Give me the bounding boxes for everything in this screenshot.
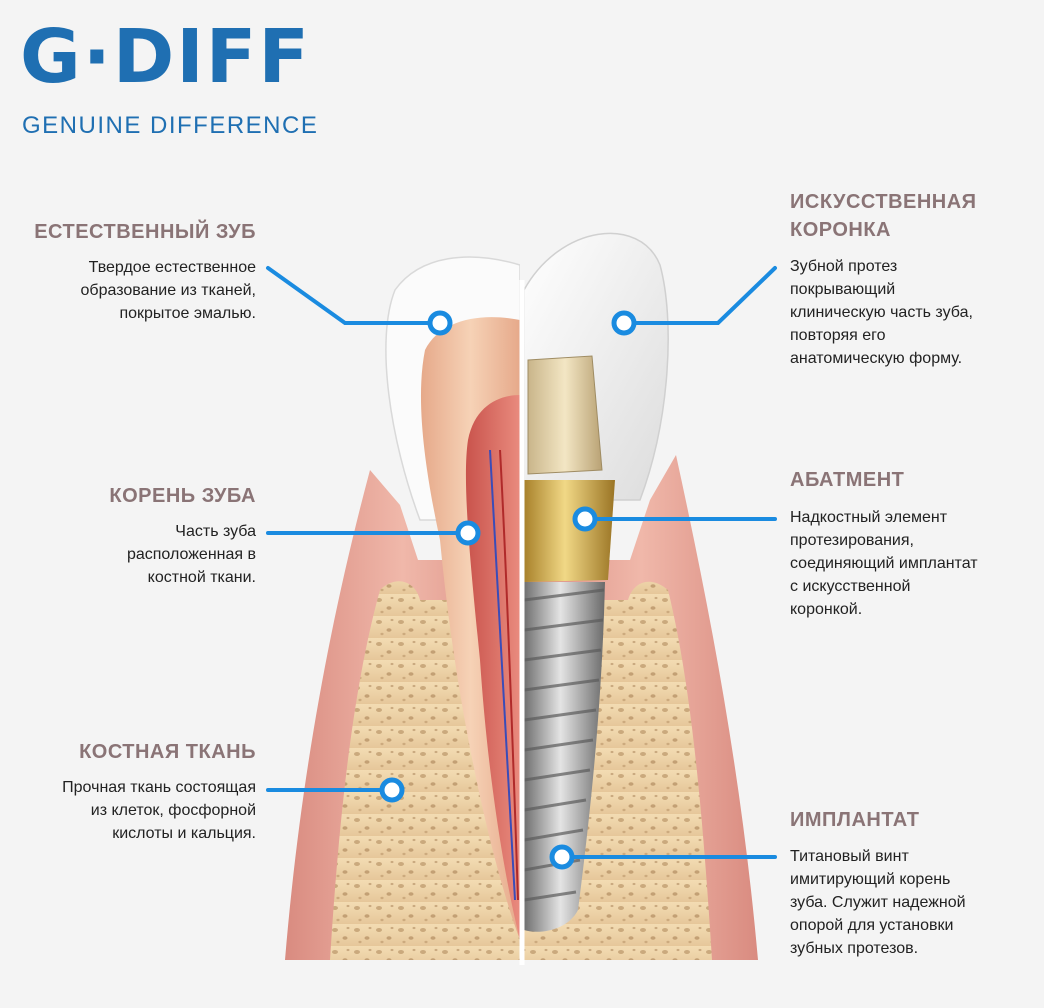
marker-natural-tooth	[427, 310, 453, 336]
marker-artificial-crown	[611, 310, 637, 336]
abutment-collar	[524, 480, 615, 582]
heading-tooth-root: КОРЕНЬ ЗУБА	[109, 485, 256, 507]
desc-tooth-root: Часть зуба расположенная в костной ткани…	[126, 523, 256, 586]
desc-natural-tooth: Твердое естественное образование из ткан…	[80, 259, 256, 322]
desc-abutment: Надкостный элемент протезирования, соеди…	[790, 509, 978, 618]
callout-line-artificial-crown	[622, 266, 777, 325]
callout-line-natural-tooth	[266, 266, 442, 325]
marker-abutment	[572, 506, 598, 532]
implant-threads	[524, 588, 605, 902]
desc-implant: Титановый винт имитирующий корень зуба. …	[790, 848, 966, 957]
desc-bone-tissue: Прочная ткань состоящая из клеток, фосфо…	[62, 779, 256, 842]
heading-bone-tissue: КОСТНАЯ ТКАНЬ	[79, 741, 256, 763]
callout-markers	[379, 310, 637, 870]
logo-tagline: GENUINE DIFFERENCE	[22, 112, 319, 139]
heading-natural-tooth: ЕСТЕСТВЕННЫЙ ЗУБ	[34, 221, 256, 243]
marker-implant	[549, 844, 575, 870]
callout-lines	[266, 266, 777, 859]
marker-bone-tissue	[379, 777, 405, 803]
heading-artificial-crown: ИСКУССТВЕННАЯ КОРОНКА	[790, 191, 977, 241]
gdiff-logo: G·DIFF GENUINE DIFFERENCE	[20, 20, 317, 139]
marker-tooth-root	[455, 520, 481, 546]
desc-artificial-crown: Зубной протез покрывающий клиническую ча…	[790, 258, 973, 367]
implant-body	[524, 582, 605, 932]
heading-implant: ИМПЛАНТАТ	[790, 809, 920, 831]
logo-wordmark: G·DIFF	[20, 14, 311, 100]
heading-abutment: АБАТМЕНТ	[790, 469, 905, 491]
abutment	[527, 355, 603, 475]
